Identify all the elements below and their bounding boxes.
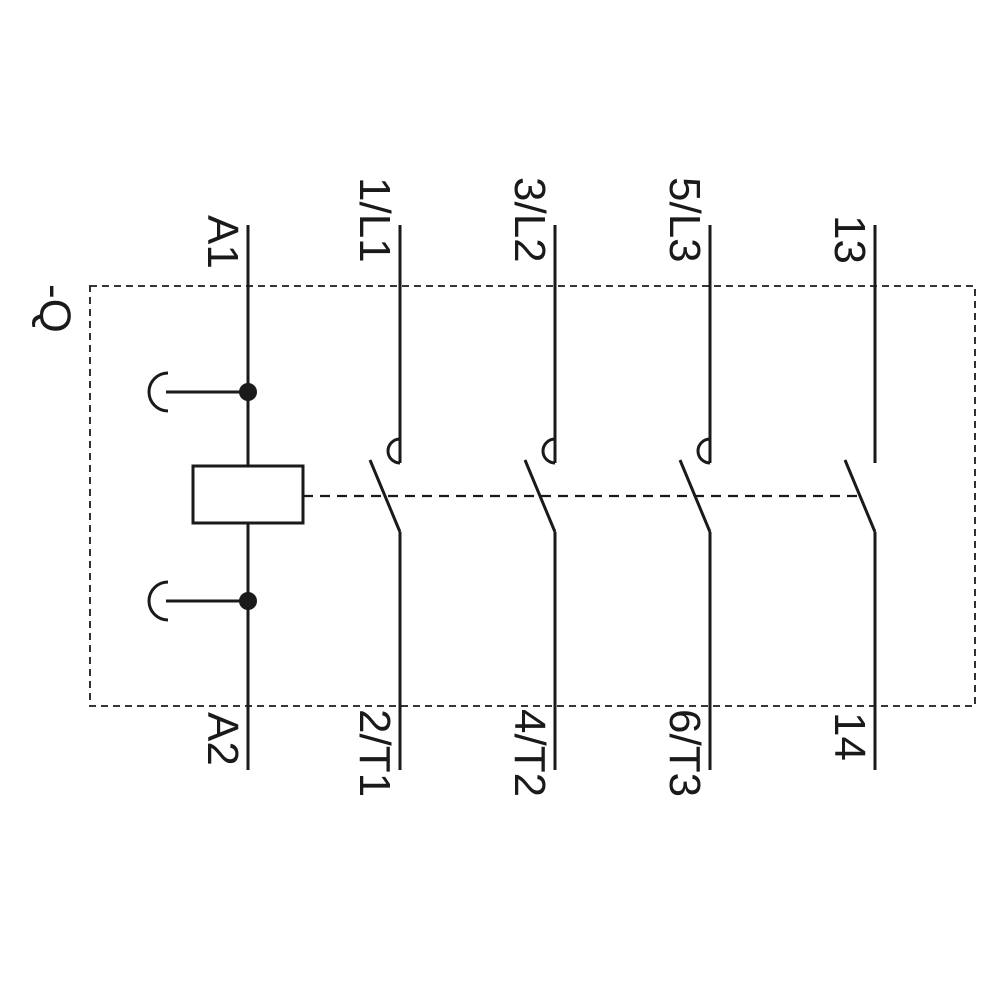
pole3-main-contact-arc-icon bbox=[696, 437, 711, 465]
device-boundary-dashed-box bbox=[89, 285, 976, 707]
main-pole-2: 3/L2 4/T2 bbox=[505, 177, 557, 797]
device-label: -Q bbox=[30, 284, 79, 333]
main-pole-1: 1/L1 2/T1 bbox=[350, 177, 402, 797]
coil-symbol bbox=[191, 464, 305, 525]
pole2-contact-blade bbox=[523, 459, 557, 533]
upper-junction-dot bbox=[239, 383, 257, 401]
aux-contact: 13 14 bbox=[825, 215, 877, 770]
pole3-bottom-terminal-label: 6/T3 bbox=[660, 709, 709, 797]
pole2-main-contact-arc-icon bbox=[541, 437, 556, 465]
aux-top-terminal-label: 13 bbox=[825, 215, 874, 264]
pole2-top-terminal-label: 3/L2 bbox=[505, 177, 554, 263]
pole1-bottom-terminal-label: 2/T1 bbox=[350, 709, 399, 797]
upper-connector-arc-icon bbox=[147, 371, 169, 413]
pole1-contact-blade bbox=[368, 459, 402, 533]
lower-connector-arc-icon bbox=[147, 580, 169, 622]
aux-bottom-terminal-label: 14 bbox=[825, 712, 874, 761]
main-pole-3: 5/L3 6/T3 bbox=[660, 177, 712, 797]
pole1-main-contact-arc-icon bbox=[386, 437, 401, 465]
lower-junction-dot bbox=[239, 592, 257, 610]
coil-circuit: A1 A2 bbox=[147, 215, 305, 770]
pole3-top-terminal-label: 5/L3 bbox=[660, 177, 709, 263]
pole2-bottom-terminal-label: 4/T2 bbox=[505, 709, 554, 797]
pole1-top-terminal-label: 1/L1 bbox=[350, 177, 399, 263]
aux-contact-blade bbox=[843, 459, 877, 533]
coil-bottom-terminal-label: A2 bbox=[198, 712, 247, 766]
coil-top-terminal-label: A1 bbox=[198, 215, 247, 269]
